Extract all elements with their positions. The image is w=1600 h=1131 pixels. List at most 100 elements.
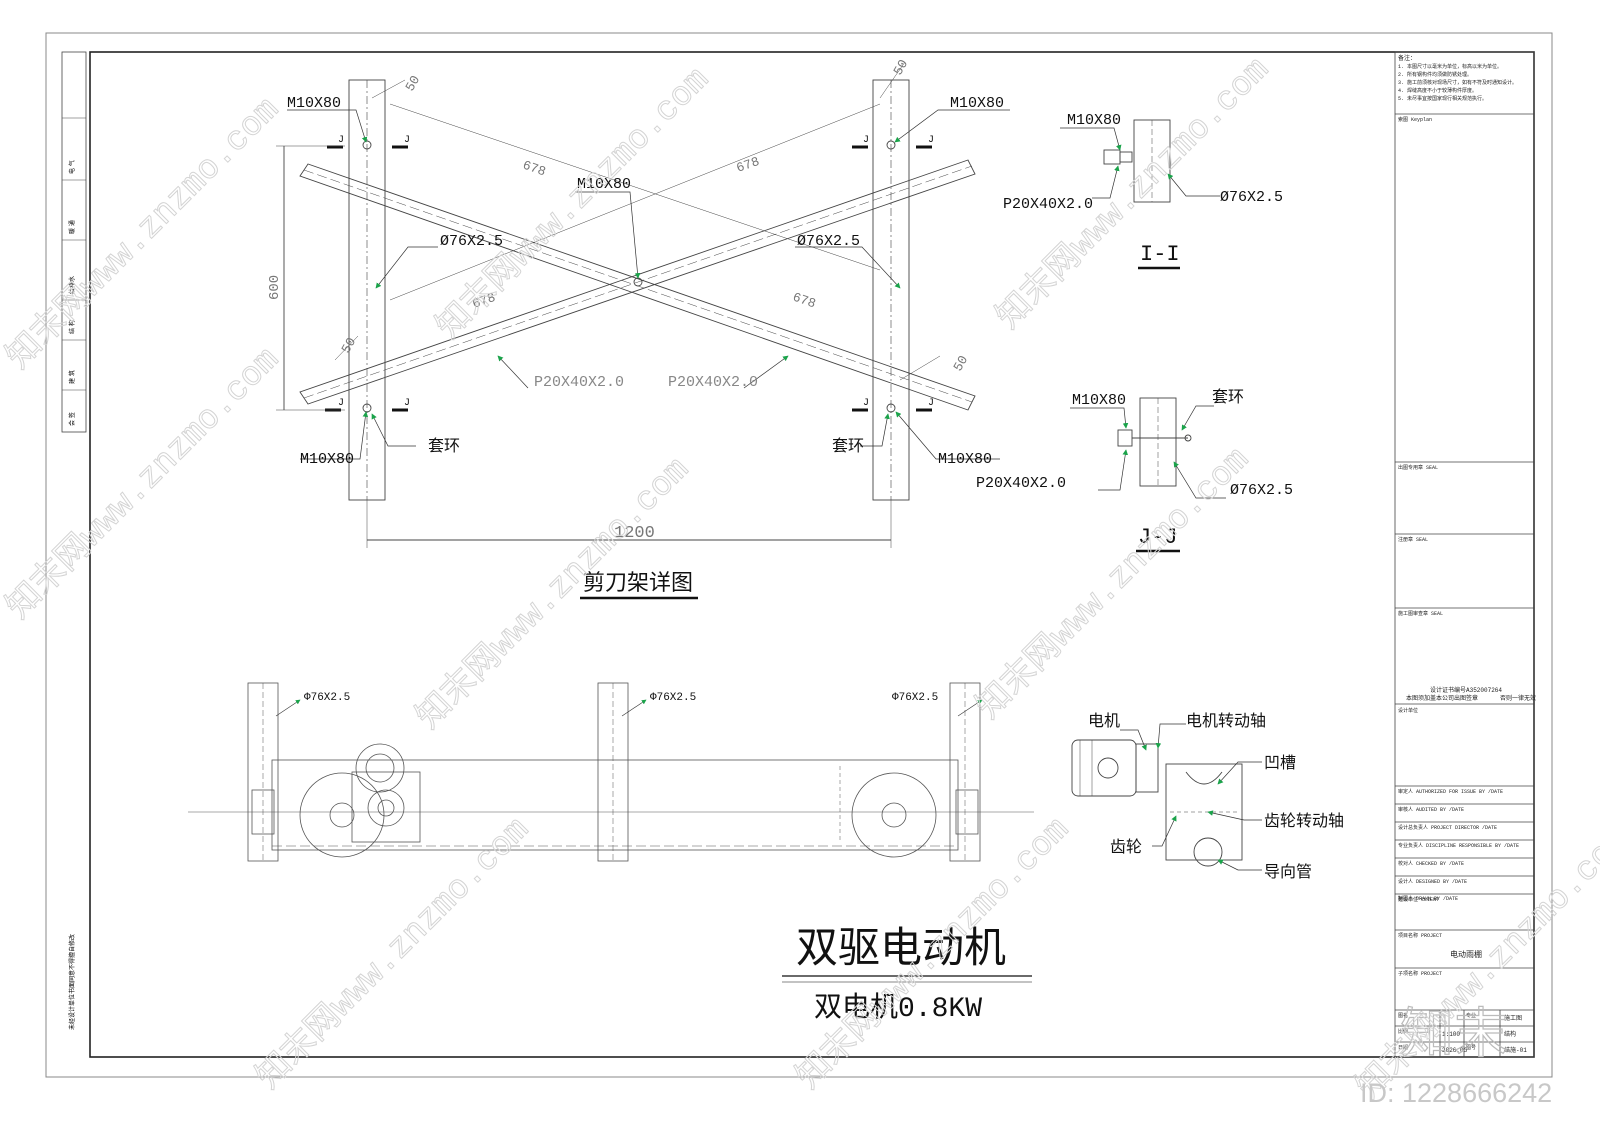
scale-label: 比例 xyxy=(1398,1028,1408,1035)
section-j-1: J xyxy=(338,135,344,146)
motor-detail-labels: 电机 电机转动轴 凹槽 齿轮转动轴 齿轮 导向管 xyxy=(1088,712,1344,882)
label-motor: 电机 xyxy=(1088,712,1120,731)
left-strip: 会 签 建 筑 结 构 给排水 暖 通 电 气 未经设计单位书面同意不得擅自修改 xyxy=(61,51,87,1030)
svg-text:知末网www.znzmo.com: 知末网www.znzmo.com xyxy=(249,809,538,1098)
label-guide-tube: 导向管 xyxy=(1264,863,1312,882)
drawing-label: 图名 xyxy=(1398,1012,1408,1019)
dim-diag-3: 678 xyxy=(470,290,497,312)
note-4: 4. 焊缝高度不小于较薄构件厚度。 xyxy=(1398,87,1477,94)
discipline-value: 结构 xyxy=(1504,1030,1516,1038)
note-1: 1. 本图尺寸以毫米为单位，标高以米为单位。 xyxy=(1398,63,1502,70)
scissor-leaders xyxy=(287,109,1010,460)
gear-housing xyxy=(1165,763,1243,861)
strip-cell-5: 暖 通 xyxy=(68,220,76,234)
strip-cell-3: 结 构 xyxy=(68,320,76,334)
project-label: 项目名称 PROJECT xyxy=(1398,932,1442,939)
note-3: 3. 施工前须核对现场尺寸，如有不符及时通知设计。 xyxy=(1398,79,1517,86)
section-jj xyxy=(1070,397,1226,499)
role-5: 校对人 CHECKED BY /DATE xyxy=(1398,860,1464,867)
jj-flat-label: P20X40X2.0 xyxy=(976,475,1066,492)
strip-cell-4: 给排水 xyxy=(68,276,76,294)
strip-cell-6: 电 气 xyxy=(68,160,76,174)
section-j-8: J xyxy=(928,398,934,409)
project-name: 电动雨棚 xyxy=(1450,949,1482,960)
drive-pipe-label-1: Φ76X2.5 xyxy=(304,692,350,704)
note-2: 2. 所有钢构件均须做防锈处理。 xyxy=(1398,71,1472,78)
drive-pipe-label-3: Φ76X2.5 xyxy=(892,692,938,704)
outer-border xyxy=(45,32,1553,1078)
section-jj-labels: M10X80 套环 P20X40X2.0 Ø76X2.5 J-J xyxy=(976,387,1293,550)
ii-bolt-label: M10X80 xyxy=(1067,112,1121,129)
drive-wheel-right xyxy=(851,772,937,858)
sheet-label: 图号 xyxy=(1466,1045,1476,1051)
notes-heading: 备注： xyxy=(1398,54,1416,62)
seal-2: 注册章 SEAL xyxy=(1398,536,1428,543)
flat-label-right: P20X40X2.0 xyxy=(668,374,758,391)
label-gear: 齿轮 xyxy=(1110,838,1142,857)
bolt-label-center: M10X80 xyxy=(577,176,631,193)
client-label: 建设单位 CLIENT xyxy=(1398,896,1439,903)
pipe-label-right: Ø76X2.5 xyxy=(797,233,860,250)
diagonal-bar-a xyxy=(299,163,976,411)
ii-pipe-label: Ø76X2.5 xyxy=(1220,189,1283,206)
pipe-label-left: Ø76X2.5 xyxy=(440,233,503,250)
phase-label: 专业 xyxy=(1466,1012,1476,1019)
section-j-6: J xyxy=(928,135,934,146)
role-3: 设计总负责人 PROJECT DIRECTOR /DATE xyxy=(1398,824,1497,831)
date-label: 日期 xyxy=(1398,1045,1408,1051)
label-gear-shaft: 齿轮转动轴 xyxy=(1264,812,1344,831)
jj-ring-label: 套环 xyxy=(1212,387,1244,406)
logo: 知末 xyxy=(1400,1002,1508,1065)
date-value: 2026.06 xyxy=(1442,1047,1468,1054)
jj-title: J-J xyxy=(1138,525,1178,550)
seal-3: 施工图审查章 SEAL xyxy=(1398,610,1443,617)
section-j-4: J xyxy=(404,398,410,409)
dim-offset-2: 50 xyxy=(890,57,911,78)
motor-detail xyxy=(1071,723,1262,871)
flat-label-left: P20X40X2.0 xyxy=(534,374,624,391)
diagonal-bar-b xyxy=(299,159,976,405)
ii-title: I-I xyxy=(1140,242,1180,267)
section-ii xyxy=(1060,119,1220,203)
cert-number: 设计证书编号A352007264 xyxy=(1430,686,1502,694)
ring-label-right: 套环 xyxy=(832,436,864,455)
drive-title: 双驱电动机 xyxy=(796,923,1006,972)
label-groove: 凹槽 xyxy=(1264,754,1296,773)
section-j-5: J xyxy=(863,135,869,146)
scissor-labels: M10X80 M10X80 M10X80 M10X80 M10X80 Ø76X2… xyxy=(267,57,1004,596)
sheet-no: 结施-01 xyxy=(1504,1046,1527,1054)
phase-value: 施工图 xyxy=(1504,1014,1522,1022)
bolt-label-tl: M10X80 xyxy=(287,95,341,112)
dim-offset-1: 50 xyxy=(402,73,423,94)
dim-width: 1200 xyxy=(614,524,655,543)
role-2: 审核人 AUDITED BY /DATE xyxy=(1398,806,1464,813)
note-5: 5. 未尽事宜按国家现行相关规范执行。 xyxy=(1398,95,1487,102)
scissor-title: 剪刀架详图 xyxy=(583,571,693,596)
dual-drive-elevation xyxy=(188,682,1034,862)
role-6: 设计人 DESIGNED BY /DATE xyxy=(1398,878,1467,885)
dim-diag-1: 678 xyxy=(521,158,548,180)
dim-diag-2: 678 xyxy=(734,154,761,176)
bolt-label-br: M10X80 xyxy=(938,451,992,468)
motor-head xyxy=(355,743,405,793)
ring-label-left: 套环 xyxy=(428,436,460,455)
watermark-id: ID: 1228666242 xyxy=(1360,1078,1552,1108)
drive-pipe-2 xyxy=(597,682,629,862)
drive-pipe-label-2: Φ76X2.5 xyxy=(650,692,696,704)
motor-body xyxy=(1071,739,1137,797)
seal-1: 出图专用章 SEAL xyxy=(1398,464,1438,471)
svg-text:知末网www.znzmo.com: 知末网www.znzmo.com xyxy=(0,339,287,628)
design-unit: 设计单位 xyxy=(1398,707,1418,714)
role-7: 制图人 DRAWN BY /DATE xyxy=(1398,895,1458,902)
section-ii-labels: M10X80 P20X40X2.0 Ø76X2.5 I-I xyxy=(1003,112,1283,267)
ii-flat-label: P20X40X2.0 xyxy=(1003,196,1093,213)
dim-offset-4: 50 xyxy=(950,353,971,374)
dim-height: 600 xyxy=(267,275,283,300)
gearbox xyxy=(351,771,421,843)
drive-beam xyxy=(271,759,959,851)
drive-subtitle: 双电机0.8KW xyxy=(814,991,982,1025)
svg-text:知末网www.znzmo.com: 知末网www.znzmo.com xyxy=(0,89,287,378)
strip-cell-2: 建 筑 xyxy=(68,370,76,384)
inner-border xyxy=(89,51,1535,1058)
